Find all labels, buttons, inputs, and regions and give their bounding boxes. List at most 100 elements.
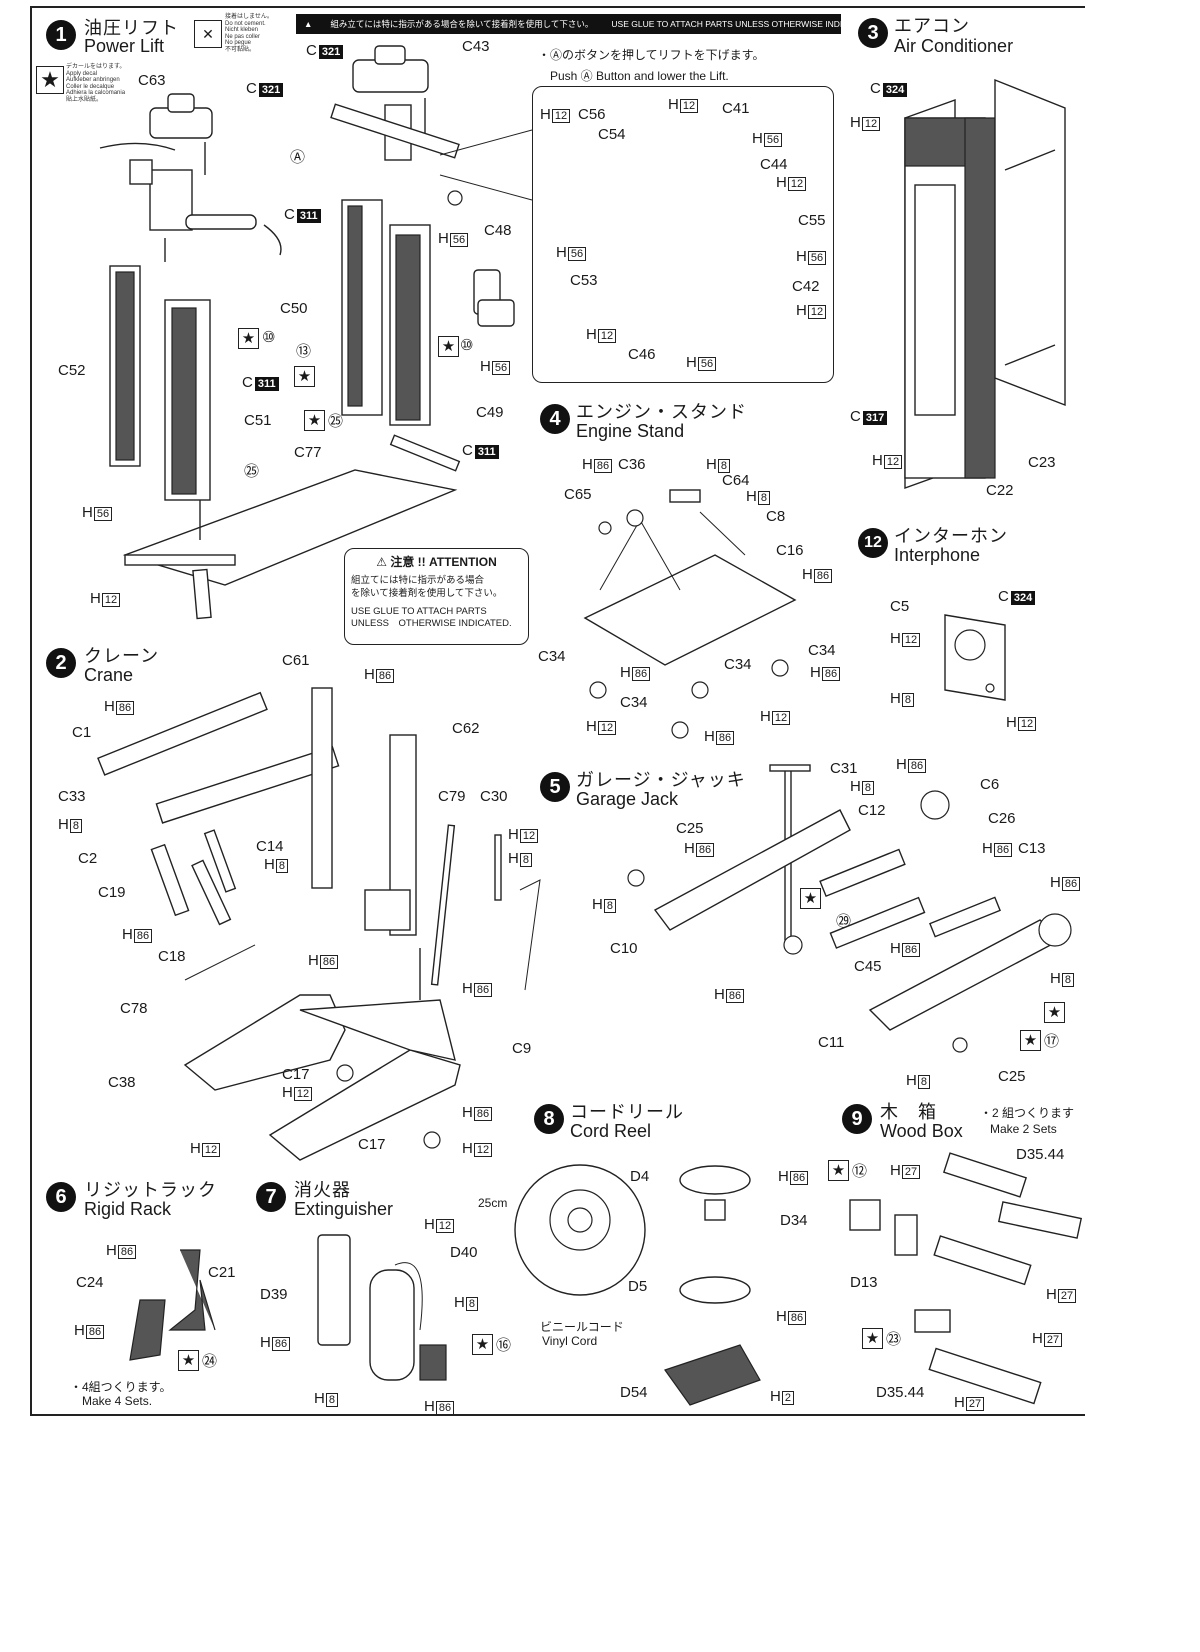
part-label: D13	[850, 1274, 878, 1291]
decal-number: ⑰	[1044, 1033, 1060, 1050]
lift-detail-callout	[532, 86, 834, 383]
part-label: C31	[830, 760, 858, 777]
part-label: C79	[438, 788, 466, 805]
part-label: C26	[988, 810, 1016, 827]
decal-star-icon: ★	[828, 1160, 849, 1181]
part-label: C12	[858, 802, 886, 819]
step-title-en: Air Conditioner	[894, 36, 1014, 56]
step-number: 7	[256, 1182, 286, 1212]
part-label: C13	[1018, 840, 1046, 857]
part-label: C77	[294, 444, 322, 461]
step-number: 2	[46, 648, 76, 678]
crane-drawing	[97, 687, 541, 1161]
part-label: C19	[98, 884, 126, 901]
decal-star-icon: ★	[36, 66, 64, 94]
warning-icon: ▲	[304, 19, 313, 29]
part-label: C38	[108, 1074, 136, 1091]
step-number: 8	[534, 1104, 564, 1134]
step-number: 6	[46, 1182, 76, 1212]
glue-bar-en: USE GLUE TO ATTACH PARTS UNLESS OTHERWIS…	[611, 19, 871, 29]
part-label: C34	[724, 656, 752, 673]
step-title-jp: インターホン	[894, 526, 1008, 547]
part-label: C2	[78, 850, 98, 867]
attention-title: ⚠ 注意 !! ATTENTION	[376, 555, 497, 569]
part-label: D34	[780, 1212, 808, 1229]
part-label: D35.44	[876, 1384, 925, 1401]
step-number: 12	[858, 528, 888, 558]
no-glue-icon: ✕	[194, 20, 222, 48]
lift-note-jp: ・Ⓐのボタンを押してリフトを下げます。	[538, 48, 765, 62]
glue-warning-bar: ▲ 組み立てには特に指示がある場合を除いて接着剤を使用して下さい。 USE GL…	[296, 14, 870, 34]
part-label: C41	[722, 100, 750, 117]
part-label: C50	[280, 300, 308, 317]
vinyl-cord-jp: ビニールコード	[540, 1320, 624, 1334]
decal-star-icon: ★	[438, 336, 459, 357]
step-title-jp: コードリール	[570, 1102, 684, 1123]
part-label: C30	[480, 788, 508, 805]
no-glue-notes: 接着はしません。Do not cement.Nicht kleben Ne pa…	[225, 14, 273, 53]
part-label: C62	[452, 720, 480, 737]
decal-star-icon: ★	[238, 328, 259, 349]
step-number: 4	[540, 404, 570, 434]
part-label: C1	[72, 724, 92, 741]
power-lift-drawing	[99, 45, 515, 620]
part-label: C48	[484, 222, 512, 239]
step-title-jp: エアコン	[894, 16, 970, 37]
wood-box-drawing	[849, 1152, 1083, 1405]
part-label: C55	[798, 212, 826, 229]
part-label: C49	[476, 404, 504, 421]
part-label: C53	[570, 272, 598, 289]
step-title-jp: ガレージ・ジャッキ	[576, 770, 746, 791]
part-label: C61	[282, 652, 310, 669]
decal-number: ⑬	[296, 343, 312, 360]
decal-star-icon: ★	[800, 888, 821, 909]
garage-jack-drawing	[627, 764, 1072, 1053]
step-title-jp: 油圧リフト	[84, 18, 179, 39]
step-title-jp: 木 箱	[880, 1102, 937, 1123]
part-label: C22	[986, 482, 1014, 499]
step-title-en: Extinguisher	[294, 1199, 394, 1219]
attention-en-line: UNLESS OTHERWISE INDICATED.	[351, 618, 512, 629]
vinyl-cord-en: Vinyl Cord	[542, 1334, 598, 1348]
part-label: C9	[512, 1040, 532, 1057]
decal-number: ㉕	[328, 413, 344, 430]
part-label: C14	[256, 838, 284, 855]
part-label: D54	[620, 1384, 648, 1401]
decal-star-icon: ★	[1020, 1030, 1041, 1051]
decal-star-icon: ★	[862, 1328, 883, 1349]
part-label: C44	[760, 156, 788, 173]
part-label: C42	[792, 278, 820, 295]
part-label: C56	[578, 106, 606, 123]
decal-number: ⑯	[496, 1337, 512, 1354]
engine-stand-drawing	[583, 489, 797, 739]
